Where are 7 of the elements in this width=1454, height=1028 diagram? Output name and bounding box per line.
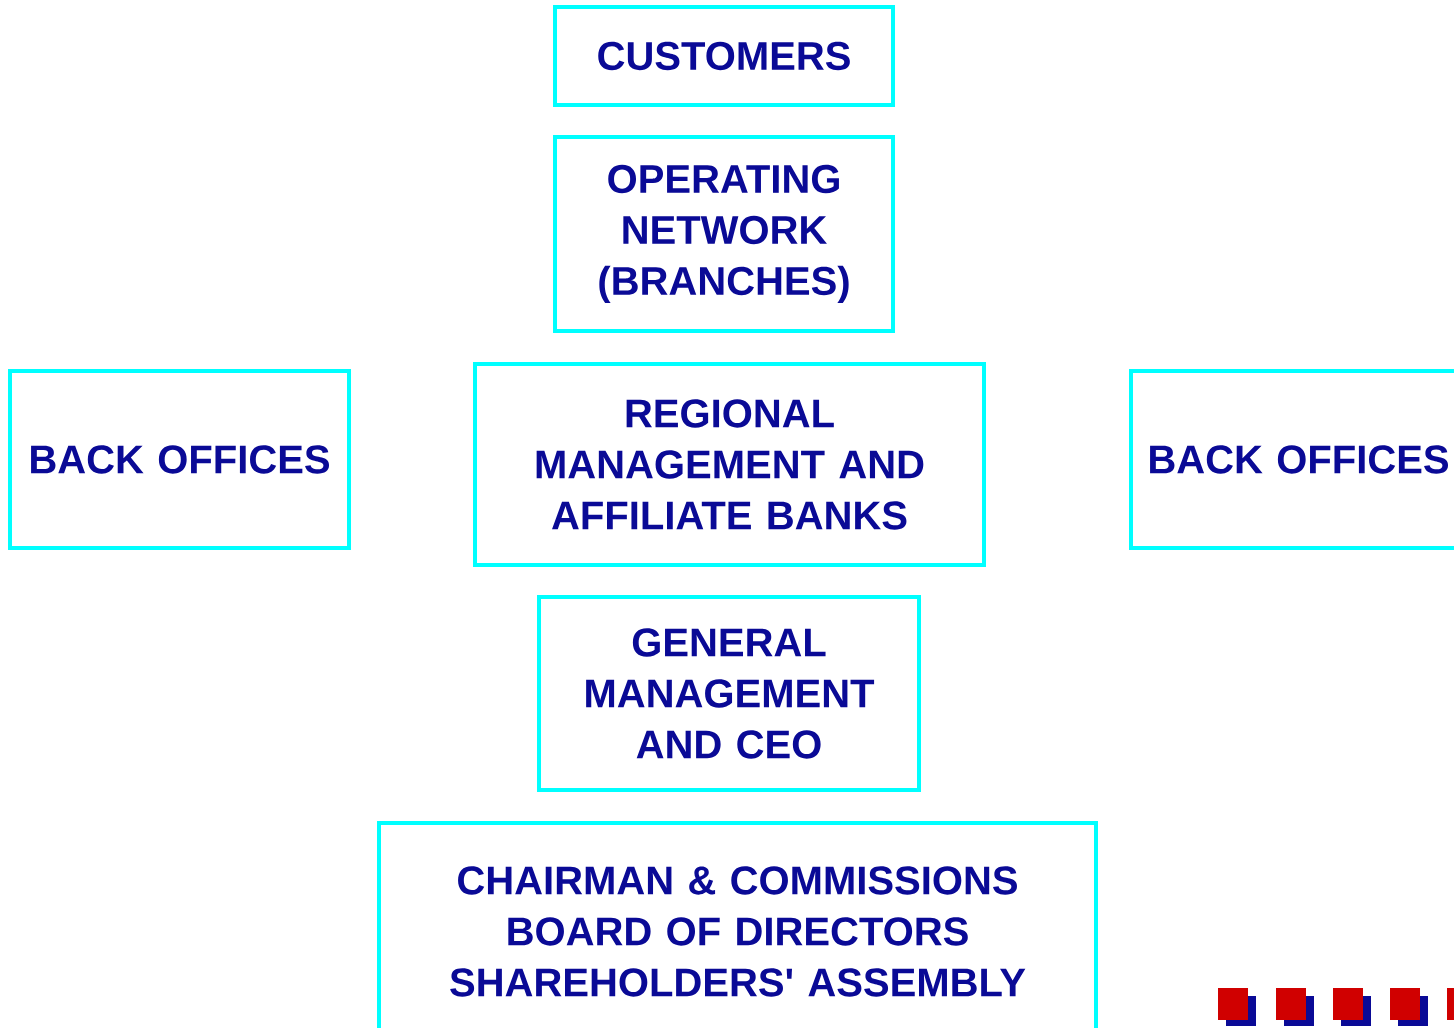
text-box: CUSTOMERS bbox=[553, 5, 895, 107]
text-box: GENERAL MANAGEMENT AND CEO bbox=[537, 595, 921, 792]
text-box: OPERATING NETWORK (BRANCHES) bbox=[553, 135, 895, 333]
text-box: REGIONAL MANAGEMENT AND AFFILIATE BANKS bbox=[473, 362, 986, 567]
text-box: BACK OFFICES bbox=[8, 369, 351, 550]
text-box: CHAIRMAN & COMMISSIONS BOARD OF DIRECTORS SHAREHOLDERS' ASSEMBLY bbox=[377, 821, 1098, 1028]
text-box: BACK OFFICES bbox=[1129, 369, 1454, 550]
